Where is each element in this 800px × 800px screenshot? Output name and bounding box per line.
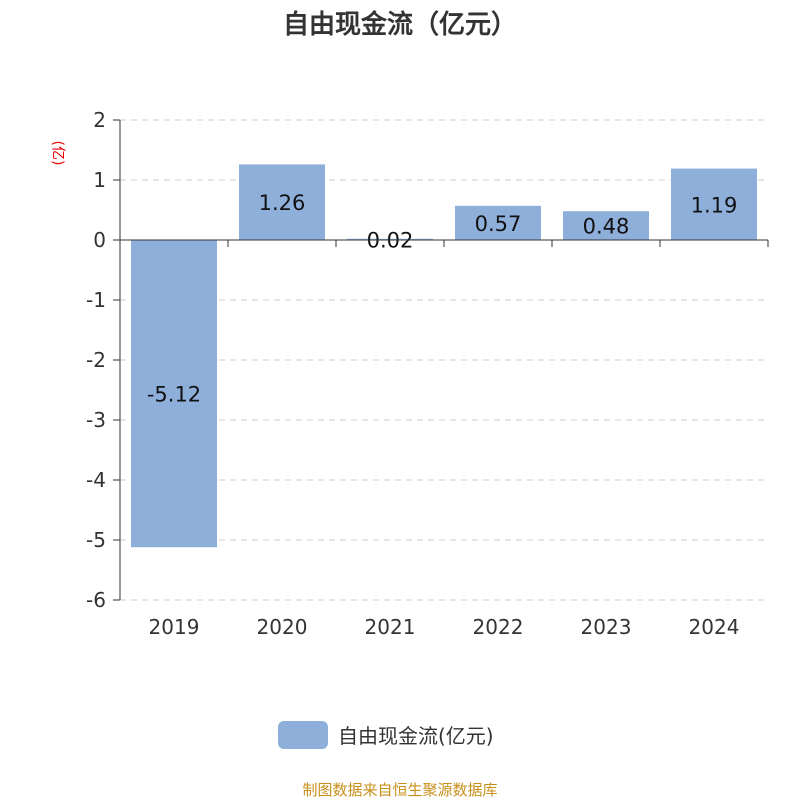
x-tick-label: 2020 — [257, 615, 308, 639]
x-tick-label: 2024 — [689, 615, 740, 639]
legend[interactable]: 自由现金流(亿元) — [278, 720, 494, 749]
data-label: 1.26 — [259, 191, 306, 215]
data-label: 1.19 — [691, 193, 738, 217]
bar-2020 — [239, 164, 325, 240]
y-tick-label: -6 — [86, 588, 106, 612]
data-label: -5.12 — [147, 383, 201, 407]
data-label: 0.48 — [583, 215, 630, 239]
legend-swatch — [278, 720, 328, 749]
y-tick-label: 2 — [93, 108, 106, 132]
bar-2021 — [347, 238, 433, 240]
x-tick-label: 2021 — [365, 615, 416, 639]
y-tick-label: -3 — [86, 408, 106, 432]
x-tick-label: 2022 — [473, 615, 524, 639]
y-tick-label: 0 — [93, 228, 106, 252]
y-tick-label: -5 — [86, 528, 106, 552]
data-label: 0.57 — [475, 212, 522, 236]
legend-label: 自由现金流(亿元) — [338, 724, 494, 748]
source-footer: 制图数据来自恒生聚源数据库 — [302, 781, 498, 799]
bar-2022 — [455, 205, 541, 240]
y-tick-label: -2 — [86, 348, 106, 372]
x-tick-label: 2019 — [149, 615, 200, 639]
bar-2019 — [131, 240, 217, 548]
bar-2024 — [671, 168, 757, 240]
y-tick-label: -1 — [86, 288, 106, 312]
chart-title: 自由现金流（亿元） — [282, 10, 517, 40]
x-tick-label: 2023 — [581, 615, 632, 639]
y-tick-label: -4 — [86, 468, 106, 492]
y-tick-label: 1 — [93, 168, 106, 192]
bar-2023 — [563, 211, 649, 240]
